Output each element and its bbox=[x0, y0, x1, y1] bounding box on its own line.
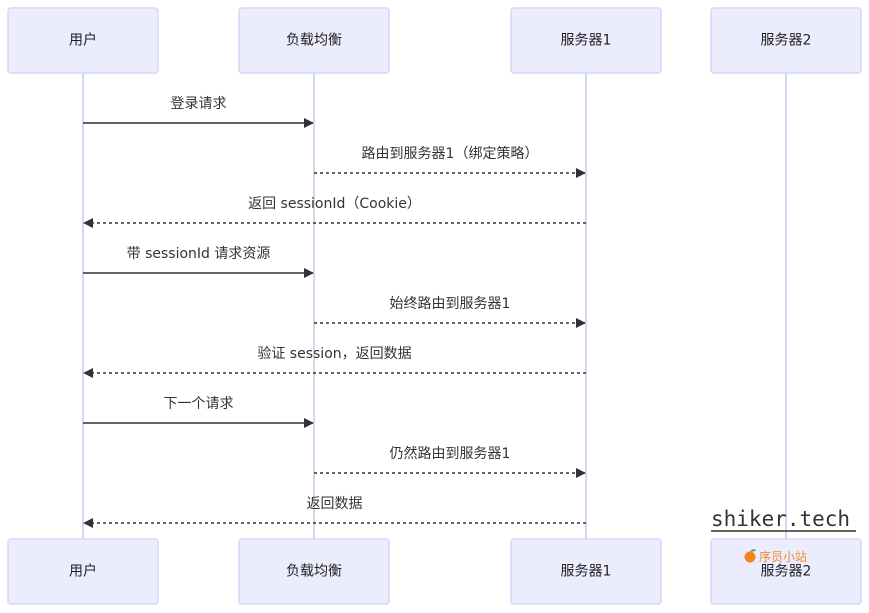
message-label: 带 sessionId 请求资源 bbox=[127, 246, 271, 262]
message-label: 始终路由到服务器1 bbox=[390, 296, 511, 312]
message-label: 仍然路由到服务器1 bbox=[390, 445, 511, 462]
actor-s1-bottom: 服务器1 bbox=[510, 538, 662, 605]
lifelines bbox=[82, 73, 787, 539]
actor-s2-top: 服务器2 bbox=[710, 7, 862, 74]
message-label: 路由到服务器1（绑定策略） bbox=[362, 145, 539, 162]
actor-label: 服务器2 bbox=[761, 564, 812, 580]
actor-user-bottom: 用户 bbox=[7, 538, 159, 605]
actor-label: 负载均衡 bbox=[286, 564, 342, 580]
actor-label: 用户 bbox=[69, 32, 97, 49]
message-7: 下一个请求 bbox=[83, 396, 314, 428]
actor-label: 服务器2 bbox=[761, 33, 812, 49]
orange-fruit-icon bbox=[744, 549, 756, 563]
actors-top: 用户 负载均衡 服务器1 服务器2 bbox=[7, 7, 862, 74]
actor-s2-bottom: 服务器2 bbox=[710, 538, 862, 605]
message-3: 返回 sessionId（Cookie） bbox=[83, 196, 586, 228]
actor-label: 服务器1 bbox=[561, 33, 612, 49]
message-8: 仍然路由到服务器1 bbox=[314, 445, 586, 478]
message-label: 下一个请求 bbox=[164, 396, 234, 412]
actor-user-top: 用户 bbox=[7, 7, 159, 74]
actor-label: 用户 bbox=[69, 563, 97, 580]
watermark-site-text: shiker.tech bbox=[711, 507, 850, 531]
actor-box bbox=[7, 538, 159, 605]
actor-lb-bottom: 负载均衡 bbox=[238, 538, 390, 605]
actor-box bbox=[510, 7, 662, 74]
actor-box bbox=[7, 7, 159, 74]
message-6: 验证 session，返回数据 bbox=[83, 346, 586, 378]
watermark-badge-text: 序员小站 bbox=[759, 549, 807, 564]
message-2: 路由到服务器1（绑定策略） bbox=[314, 145, 586, 178]
actor-lb-top: 负载均衡 bbox=[238, 7, 390, 74]
actor-s1-top: 服务器1 bbox=[510, 7, 662, 74]
message-label: 登录请求 bbox=[171, 96, 227, 112]
message-9: 返回数据 bbox=[83, 496, 586, 528]
message-label: 返回 sessionId（Cookie） bbox=[248, 196, 421, 212]
message-1: 登录请求 bbox=[83, 96, 314, 128]
actor-box bbox=[238, 7, 390, 74]
watermark: shiker.tech bbox=[711, 507, 856, 532]
message-4: 带 sessionId 请求资源 bbox=[83, 246, 314, 278]
message-5: 始终路由到服务器1 bbox=[314, 296, 586, 328]
message-label: 返回数据 bbox=[307, 496, 363, 512]
actor-box bbox=[510, 538, 662, 605]
actor-label: 服务器1 bbox=[561, 564, 612, 580]
actor-label: 负载均衡 bbox=[286, 33, 342, 49]
message-label: 验证 session，返回数据 bbox=[257, 346, 411, 362]
actor-box bbox=[710, 7, 862, 74]
actors-bottom: 用户 负载均衡 服务器1 服务器2 bbox=[7, 538, 862, 605]
watermark-badge: 序员小站 bbox=[744, 549, 807, 564]
actor-box bbox=[238, 538, 390, 605]
